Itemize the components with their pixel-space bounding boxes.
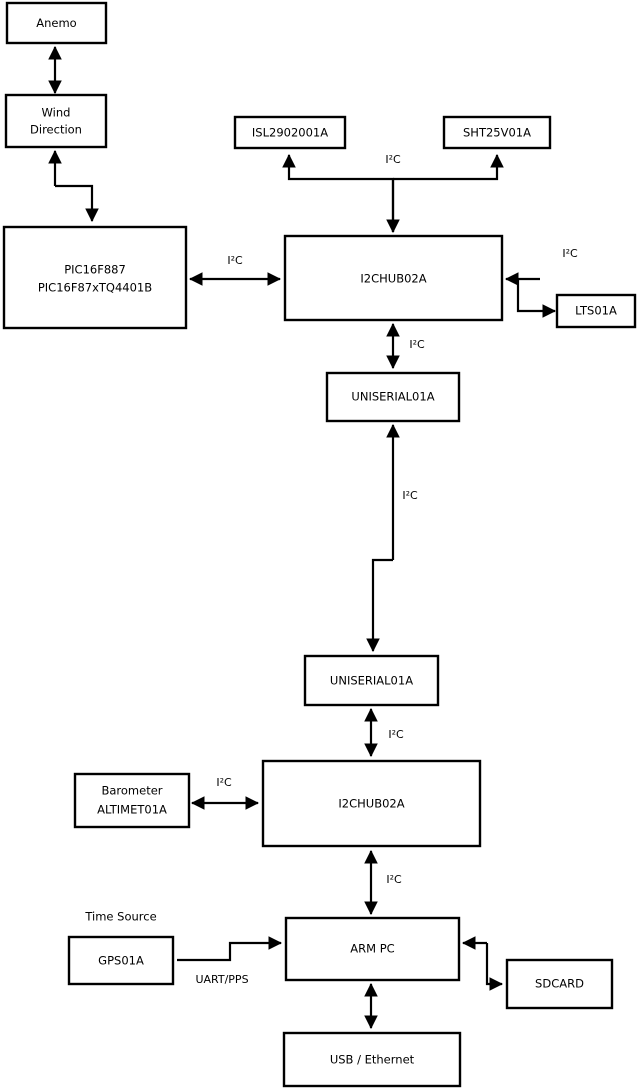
node-armpc-label: ARM PC: [350, 942, 394, 956]
node-wind-direction[interactable]: Wind Direction: [4, 93, 108, 149]
connector-pic-wind-jog: [55, 184, 99, 223]
edge-label-sensor-bus: I²C: [385, 153, 401, 166]
connector-hub-sensor-bus: [282, 153, 395, 232]
node-isl2902001a[interactable]: ISL2902001A: [233, 115, 347, 150]
node-wind-direction-label-1: Wind: [42, 106, 71, 120]
node-usb-ethernet[interactable]: USB / Ethernet: [282, 1031, 462, 1088]
node-i2chub02a-top[interactable]: I2CHUB02A: [283, 234, 504, 322]
node-pic-label-2: PIC16F87xTQ4401B: [38, 281, 152, 295]
connector-gps-armpc: [177, 936, 283, 962]
node-sdcard[interactable]: SDCARD: [505, 958, 614, 1010]
node-anemo-label: Anemo: [36, 16, 76, 30]
node-uniserial01a-bottom-label: UNISERIAL01A: [330, 674, 413, 688]
node-sht25v01a-label: SHT25V01A: [463, 126, 531, 140]
node-usb-ethernet-label: USB / Ethernet: [330, 1053, 415, 1067]
node-sdcard-label: SDCARD: [535, 977, 584, 991]
node-pic-label-1: PIC16F887: [64, 263, 126, 277]
node-sht25v01a[interactable]: SHT25V01A: [442, 115, 552, 150]
edge-label-pic-hub: I²C: [227, 254, 243, 267]
connector-lts-bracket: [516, 279, 557, 318]
edge-label-barometer-hub: I²C: [216, 776, 232, 789]
node-lts01a-label: LTS01A: [575, 304, 617, 318]
edge-label-gps-armpc: UART/PPS: [195, 973, 248, 986]
node-barometer-label-2: ALTIMET01A: [97, 803, 167, 817]
node-barometer[interactable]: Barometer ALTIMET01A: [73, 772, 191, 829]
node-anemo[interactable]: Anemo: [5, 1, 108, 45]
edge-label-uniserial-hub-bottom: I²C: [388, 728, 404, 741]
node-barometer-label-1: Barometer: [101, 784, 162, 798]
edge-label-hub-lts: I²C: [562, 247, 578, 260]
node-armpc[interactable]: ARM PC: [284, 916, 461, 982]
node-isl2902001a-label: ISL2902001A: [252, 126, 328, 140]
node-uniserial01a-top[interactable]: UNISERIAL01A: [325, 371, 461, 423]
label-time-source: Time Source: [84, 910, 156, 924]
edge-label-hub-armpc: I²C: [386, 873, 402, 886]
node-wind-direction-label-2: Direction: [30, 123, 82, 137]
edge-label-uniserial-link: I²C: [402, 489, 418, 502]
node-gps01a[interactable]: GPS01A: [67, 935, 175, 986]
node-uniserial01a-bottom[interactable]: UNISERIAL01A: [303, 654, 440, 707]
node-i2chub02a-bottom-label: I2CHUB02A: [338, 797, 404, 811]
node-gps01a-label: GPS01A: [98, 954, 144, 968]
connector-uniserial-link-down: [366, 558, 393, 653]
connector-sdcard-bracket: [485, 943, 504, 991]
node-lts01a[interactable]: LTS01A: [555, 293, 637, 329]
node-pic[interactable]: PIC16F887 PIC16F87xTQ4401B: [2, 225, 188, 330]
node-i2chub02a-top-label: I2CHUB02A: [360, 272, 426, 286]
edge-label-hub-uniserial-top: I²C: [409, 338, 425, 351]
node-uniserial01a-top-label: UNISERIAL01A: [351, 390, 434, 404]
node-i2chub02a-bottom[interactable]: I2CHUB02A: [261, 759, 482, 848]
connector-hub-sensor-bus-right: [393, 153, 504, 181]
